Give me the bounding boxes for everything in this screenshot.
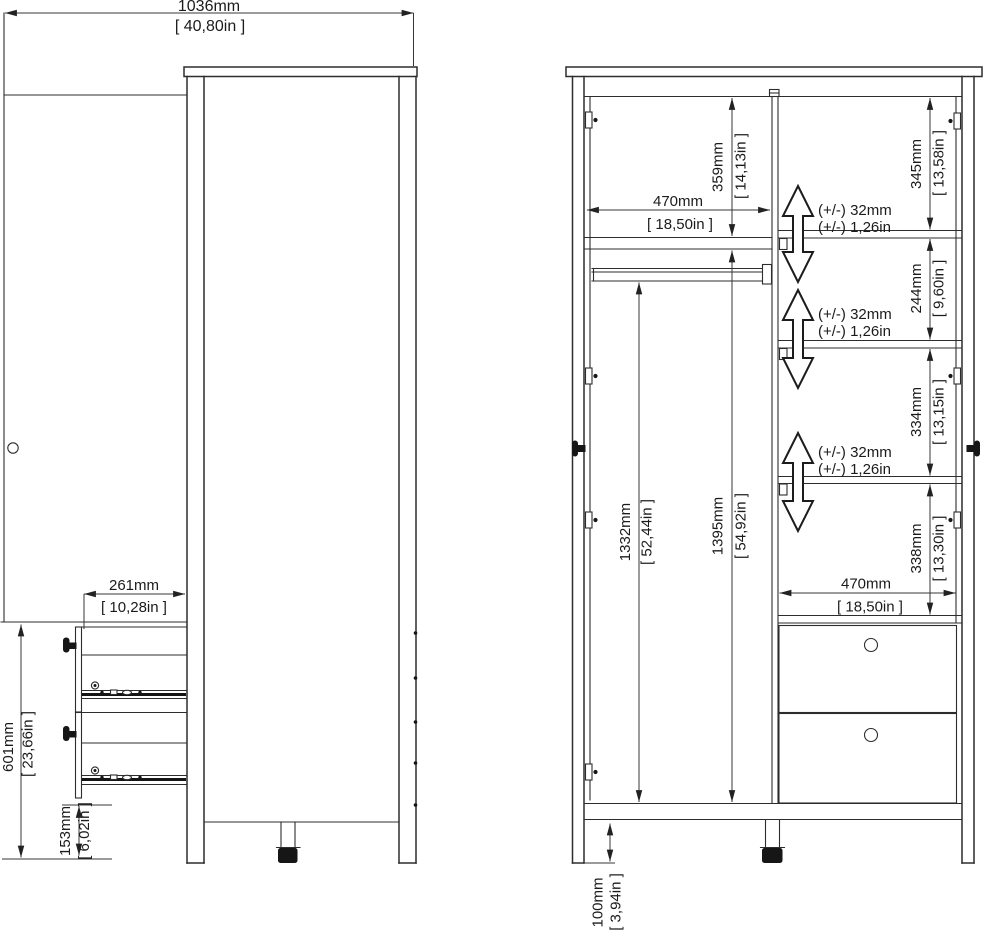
shelf-1 — [778, 229, 962, 251]
right-door-knob-icon — [966, 440, 980, 457]
dim-overall-width-mm: 1036mm — [178, 0, 240, 15]
dim-drawer-section-in: [ 23,66in ] — [20, 711, 37, 777]
adjust-arrow-icon — [781, 430, 815, 534]
drawer-front — [74, 626, 83, 713]
dim-hanging-height: 1332mm [ 52,44in ] — [617, 282, 656, 802]
shelf-adjust-labels: (+/-) 32mm (+/-) 1,26in (+/-) 32mm (+/-)… — [818, 202, 892, 478]
drawer-slide — [81, 681, 187, 696]
drawer-1 — [778, 624, 958, 714]
hanging-rail — [591, 263, 773, 285]
adjust-arrow-icon — [781, 183, 815, 285]
left-door-knob-icon — [572, 440, 586, 457]
adjust-label-in: (+/-) 1,26in — [818, 461, 891, 478]
dim-overall-width: 1036mm [ 40,80in ] — [5, 0, 414, 66]
dim-foot-height-mm: 100mm — [590, 877, 607, 927]
adjust-arrow-icon — [781, 287, 815, 391]
dim-section-3-mm: 334mm — [908, 387, 925, 437]
dim-section-3: 334mm [ 13,15in ] — [908, 349, 948, 476]
dim-top-section: 359mm [ 14,13in ] — [710, 98, 750, 236]
dim-section-1-in: [ 13,58in ] — [931, 130, 948, 196]
open-door — [3, 12, 188, 623]
front-view: (+/-) 32mm (+/-) 1,26in (+/-) 32mm (+/-)… — [565, 66, 983, 931]
dim-hanging-height-in: [ 52,44in ] — [639, 499, 656, 565]
back-panel-screws — [413, 631, 418, 807]
adjust-label-mm: (+/-) 32mm — [818, 202, 892, 219]
shelf-3 — [778, 475, 962, 496]
dim-section-2: 244mm [ 9,60in ] — [908, 239, 948, 340]
dim-top-section-in: [ 14,13in ] — [733, 133, 750, 199]
dim-section-4-mm: 338mm — [908, 523, 925, 573]
dim-shelf-width: 470mm [ 18,50in ] — [779, 576, 956, 616]
drawer-slide — [81, 766, 187, 781]
top-panel — [183, 66, 418, 78]
adjust-label-mm: (+/-) 32mm — [818, 444, 892, 461]
dim-section-2-in: [ 9,60in ] — [931, 260, 948, 318]
dim-plinth-height: 153mm [ 6,02in ] — [57, 802, 112, 860]
dim-section-3-in: [ 13,15in ] — [931, 379, 948, 445]
drawer-knob-icon — [863, 727, 879, 743]
drawer-knob-icon — [63, 637, 77, 653]
drawer-knob-icon — [63, 726, 77, 741]
dim-foot-height-in: [ 3,94in ] — [608, 873, 625, 931]
dim-drawer-section-height: 601mm [ 23,66in ] — [0, 624, 112, 860]
drawer-2-extended — [63, 711, 187, 799]
rail-bracket — [761, 263, 773, 285]
adjust-label-mm: (+/-) 32mm — [818, 306, 892, 323]
dim-hanging-width-in: [ 18,50in ] — [647, 216, 713, 233]
adjustable-foot — [278, 848, 298, 863]
dim-left-inner-mm: 1395mm — [710, 497, 727, 555]
adjustable-foot — [762, 848, 783, 863]
dim-shelf-width-in: [ 18,50in ] — [837, 599, 903, 616]
dim-section-4: 338mm [ 13,30in ] — [908, 484, 948, 615]
drawer-2 — [778, 712, 958, 804]
adjust-label-in: (+/-) 1,26in — [818, 323, 891, 340]
dim-drawer-section-mm: 601mm — [0, 722, 17, 772]
drawer-front — [74, 711, 83, 799]
shelf-adjust-arrows — [781, 183, 815, 534]
dim-drawer-extension-in: [ 10,28in ] — [101, 599, 167, 616]
drawer-knob-icon — [863, 637, 879, 653]
dim-overall-width-in: [ 40,80in ] — [175, 18, 245, 35]
dim-drawer-extension: 261mm [ 10,28in ] — [83, 577, 185, 629]
dim-hanging-width: 470mm [ 18,50in ] — [587, 193, 770, 233]
dim-section-1: 345mm [ 13,58in ] — [908, 98, 948, 230]
side-view: 1036mm [ 40,80in ] — [0, 0, 418, 864]
hinge-marks — [584, 111, 962, 781]
dim-section-1-mm: 345mm — [908, 139, 925, 189]
drawer-1-extended — [63, 626, 187, 713]
dim-drawer-extension-mm: 261mm — [109, 577, 159, 594]
dim-section-2-mm: 244mm — [908, 263, 925, 313]
dim-foot-height: 100mm [ 3,94in ] — [585, 823, 625, 931]
dim-left-inner-height: 1395mm [ 54,92in ] — [710, 250, 750, 802]
shelf-2 — [778, 339, 962, 361]
dim-plinth-mm: 153mm — [57, 806, 74, 856]
center-divider — [768, 88, 780, 805]
dim-shelf-width-mm: 470mm — [841, 576, 891, 593]
shelf-column — [778, 229, 962, 624]
door-knob-icon — [7, 442, 19, 454]
dim-hanging-height-mm: 1332mm — [617, 503, 634, 561]
dim-plinth-in: [ 6,02in ] — [76, 802, 93, 860]
center-leg — [759, 819, 786, 863]
adjust-label-in: (+/-) 1,26in — [818, 219, 891, 236]
dim-hanging-width-mm: 470mm — [653, 193, 703, 210]
cabinet-side-body — [183, 66, 418, 864]
shelf-4 — [778, 614, 962, 624]
top-panel — [565, 66, 983, 78]
dim-section-4-in: [ 13,30in ] — [931, 516, 948, 582]
hanging-section — [584, 236, 773, 285]
dim-left-inner-in: [ 54,92in ] — [733, 493, 750, 559]
center-leg — [275, 821, 301, 863]
dim-top-section-mm: 359mm — [710, 142, 727, 192]
